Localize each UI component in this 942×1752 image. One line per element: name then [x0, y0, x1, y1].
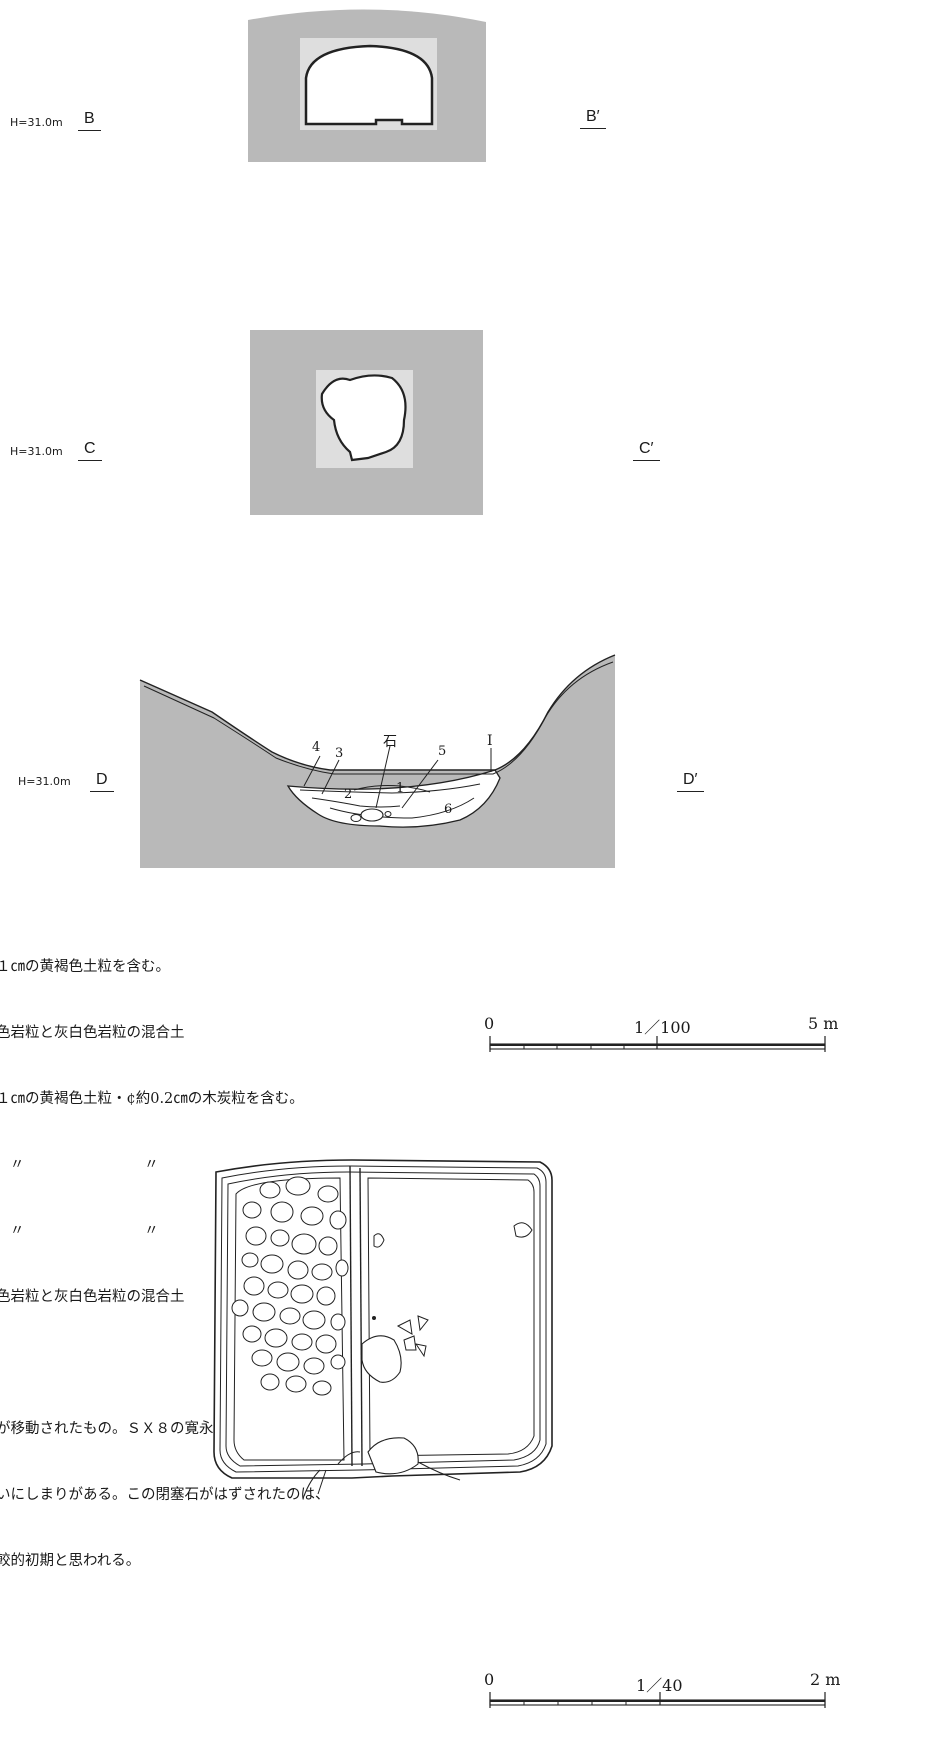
section-d-elevation: H=31.0m	[18, 775, 71, 788]
layer-label-3: 3	[335, 746, 344, 761]
section-d-profile	[139, 654, 616, 868]
large-stone	[361, 1335, 402, 1383]
section-c-right-label: C′	[633, 440, 660, 461]
section-c-left-label: C	[78, 440, 102, 461]
section-d-ground	[140, 655, 615, 868]
closing-stones	[231, 1176, 349, 1396]
scale-bar-100	[489, 1036, 826, 1052]
legend-line: 較的初期と思われる。	[0, 1553, 141, 1569]
scale-40-max: 2 m	[810, 1670, 841, 1689]
legend-line: 色岩粒と灰白色岩粒の混合土	[0, 1289, 185, 1305]
legend-line: 〃 〃	[0, 1223, 159, 1239]
scale-100-zero: 0	[484, 1014, 495, 1033]
layer-label-2: 2	[344, 787, 353, 802]
section-b-right-label: B′	[580, 108, 606, 129]
section-b-chamber	[304, 44, 434, 126]
layer-label-6: 6	[444, 802, 453, 817]
legend-line: １㎝の黄褐色土粒を含む。	[0, 959, 170, 975]
layer-label-1: 1	[396, 781, 405, 796]
section-c-profile	[250, 330, 483, 515]
scale-40-ratio: 1／40	[636, 1676, 683, 1695]
section-d-right-label: D′	[677, 771, 704, 792]
scale-100-max: 5 m	[808, 1014, 839, 1033]
section-d-fill	[286, 769, 501, 828]
section-d-surface	[139, 654, 616, 771]
section-d-left-label: D	[90, 771, 114, 792]
layer-label-4: 4	[312, 740, 321, 755]
scale-100-ratio: 1／100	[634, 1018, 691, 1037]
layer-label-I: I	[487, 733, 493, 749]
section-c-chamber	[320, 374, 407, 462]
legend-line: 〃 〃	[0, 1157, 159, 1173]
legend-line: いにしまりがある。この閉塞石がはずされたのは、	[0, 1487, 330, 1503]
scale-40-zero: 0	[484, 1670, 495, 1689]
legend-line: 色岩粒と灰白色岩粒の混合土	[0, 1025, 185, 1041]
section-b-elevation: H=31.0m	[10, 116, 63, 129]
section-c-elevation: H=31.0m	[10, 445, 63, 458]
layer-label-stone: 石	[383, 734, 397, 750]
section-b-left-label: B	[78, 110, 101, 131]
layer-label-5: 5	[438, 744, 447, 759]
section-b-profile	[248, 9, 486, 163]
coin-fragments	[396, 1315, 429, 1358]
legend-line: １㎝の黄褐色土粒・¢約0.2㎝の木炭粒を含む。	[0, 1091, 304, 1107]
plan-view	[213, 1159, 553, 1497]
